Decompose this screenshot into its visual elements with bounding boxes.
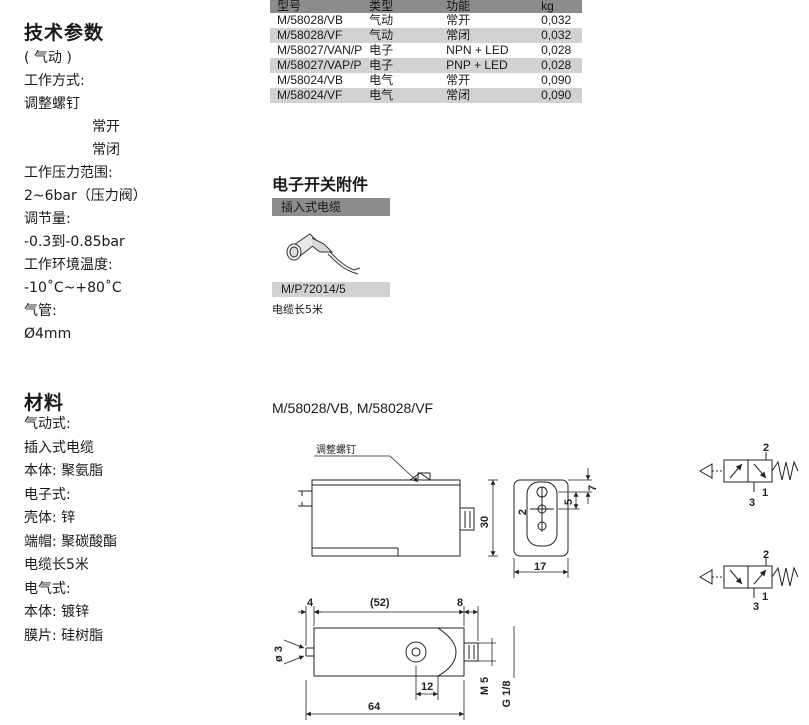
spec-tube-value: Ø4mm	[24, 326, 72, 342]
cell-kg: 0,090	[534, 73, 582, 88]
cell-kg: 0,028	[534, 58, 582, 73]
cell-kg: 0,032	[534, 28, 582, 43]
dim-12: 12	[421, 681, 433, 693]
spec-normally-open: 常开	[92, 119, 120, 135]
spec-adjust-label: 调节量:	[24, 211, 71, 227]
cable-connector-image	[286, 233, 361, 275]
cell-function: PNP + LED	[439, 58, 535, 73]
cell-type: 气动	[362, 13, 440, 28]
cell-function: 常开	[439, 73, 535, 88]
port-1-nc: 1	[762, 591, 768, 603]
valve-symbol-nc	[699, 558, 799, 598]
accessory-code: M/P72014/5	[272, 282, 390, 297]
port-1-no: 1	[762, 487, 768, 499]
dim-30: 30	[479, 516, 491, 528]
mat-body-galv: 本体: 镀锌	[24, 604, 90, 620]
dim-2: 2	[517, 509, 529, 515]
col-kg: kg	[534, 0, 582, 13]
callout-label: 调整螺钉	[316, 443, 356, 456]
spec-adjust-screw: 调整螺钉	[24, 96, 80, 112]
spec-pressure-label: 工作压力范围:	[24, 165, 113, 181]
accessory-header: 插入式电缆	[272, 198, 390, 216]
dim-7: 7	[587, 485, 599, 491]
cell-kg: 0,090	[534, 88, 582, 103]
cell-function: 常闭	[439, 88, 535, 103]
port-2-nc: 2	[763, 549, 769, 561]
accessory-title: 电子开关附件	[272, 175, 369, 194]
spec-adjust-value: -0.3到-0.85bar	[24, 234, 125, 250]
cell-function: 常闭	[439, 28, 535, 43]
mat-housing-zinc: 壳体: 锌	[24, 510, 76, 526]
mat-electronic: 电子式:	[24, 486, 71, 503]
dim-52: (52)	[370, 597, 390, 609]
dim-m5: M 5	[479, 677, 491, 695]
cell-type: 电气	[362, 88, 440, 103]
dim-17: 17	[534, 561, 546, 573]
mat-pneumatic: 气动式:	[24, 416, 71, 432]
spec-temp-label: 工作环境温度:	[24, 257, 113, 273]
cell-type: 气动	[362, 28, 440, 43]
top-view	[305, 627, 479, 677]
mat-endcap-pc: 端帽: 聚碳酸酯	[24, 533, 118, 550]
side-view	[298, 472, 475, 557]
accessory-note: 电缆长5米	[272, 303, 323, 316]
end-view	[513, 479, 569, 557]
mat-body-pu: 本体: 聚氨脂	[24, 463, 104, 479]
drawing-title: M/58028/VB, M/58028/VF	[272, 400, 434, 416]
mat-diaphragm: 膜片: 硅树脂	[24, 627, 104, 644]
table-row: M/58027/VAP/P 电子 PNP + LED 0,028	[270, 58, 582, 73]
cell-model: M/58024/VB	[270, 73, 363, 88]
table-header-row: 型号 类型 功能 kg	[270, 0, 582, 13]
materials-list: 气动式: 插入式电缆 本体: 聚氨脂 电子式: 壳体: 锌 端帽: 聚碳酸酯 电…	[24, 414, 117, 649]
spec-mode: ( 气动 )	[24, 50, 72, 66]
dim-g18: G 1/8	[501, 681, 513, 708]
cell-model: M/58027/VAN/P	[270, 43, 363, 58]
cell-type: 电子	[362, 58, 440, 73]
spec-normally-closed: 常闭	[92, 142, 120, 158]
table-row: M/58024/VF 电气 常闭 0,090	[270, 88, 582, 103]
dim-8: 8	[457, 597, 463, 609]
mat-plug-cable: 插入式电缆	[24, 439, 94, 456]
cell-model: M/58028/VB	[270, 13, 363, 28]
port-3-no: 3	[749, 497, 755, 509]
cell-kg: 0,032	[534, 13, 582, 28]
dim-5: 5	[563, 499, 575, 505]
col-function: 功能	[439, 0, 535, 13]
cell-model: M/58028/VF	[270, 28, 363, 43]
technical-drawing: 调整螺钉 30	[273, 442, 799, 720]
cell-type: 电气	[362, 73, 440, 88]
materials-title: 材料	[24, 392, 65, 414]
specs-title: 技术参数	[24, 22, 105, 44]
dim-4: 4	[307, 597, 314, 609]
dim-dia-3: ø 3	[273, 646, 285, 662]
cell-kg: 0,028	[534, 43, 582, 58]
product-table: 型号 类型 功能 kg M/58028/VB 气动 常开 0,032 M/580…	[270, 0, 582, 103]
col-type: 类型	[362, 0, 440, 13]
table-row: M/58028/VB 气动 常开 0,032	[270, 13, 582, 28]
dim-64: 64	[368, 701, 381, 713]
cell-model: M/58027/VAP/P	[270, 58, 363, 73]
spec-tube-label: 气管:	[24, 303, 57, 319]
cell-function: 常开	[439, 13, 535, 28]
valve-symbol-no	[699, 452, 799, 492]
cell-function: NPN + LED	[439, 43, 535, 58]
table-row: M/58028/VF 气动 常闭 0,032	[270, 28, 582, 43]
spec-temp-value: -10˚C~+80˚C	[24, 280, 122, 296]
table-row: M/58024/VB 电气 常开 0,090	[270, 73, 582, 88]
mat-electric: 电气式:	[24, 580, 71, 597]
mat-cable-length: 电缆长5米	[24, 557, 89, 573]
specs-list: ( 气动 ) 工作方式: 调整螺钉 常开 常闭 工作压力范围: 2~6bar（压…	[24, 48, 147, 347]
spec-pressure-value: 2~6bar（压力阀）	[24, 188, 147, 204]
port-2-no: 2	[763, 442, 769, 454]
table-row: M/58027/VAN/P 电子 NPN + LED 0,028	[270, 43, 582, 58]
cell-model: M/58024/VF	[270, 88, 363, 103]
spec-operation-label: 工作方式:	[24, 73, 85, 89]
cell-type: 电子	[362, 43, 440, 58]
port-3-nc: 3	[753, 601, 759, 613]
col-model: 型号	[270, 0, 363, 13]
callout-leader	[314, 455, 419, 483]
